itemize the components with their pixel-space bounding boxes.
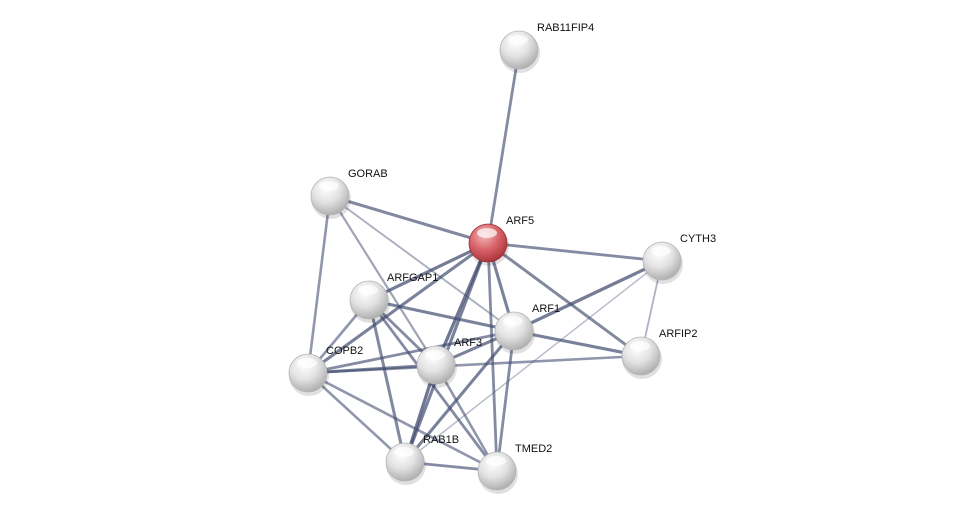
node-gorab[interactable]: GORAB — [310, 168, 388, 219]
node-arf1[interactable]: ARF1 — [494, 303, 560, 354]
node-highlight — [394, 447, 414, 457]
edge-arf5-cyth3[interactable] — [487, 241, 663, 263]
edge-copb2-rab1b[interactable] — [307, 372, 406, 463]
edge-gorab-arf1[interactable] — [329, 195, 515, 332]
node-cyth3[interactable]: CYTH3 — [642, 233, 716, 284]
edge-arf1-tmed2[interactable] — [495, 330, 516, 472]
edge-copb2-tmed2[interactable] — [307, 371, 498, 473]
edge-arf5-copb2[interactable] — [307, 241, 489, 375]
edge-arf5-gorab[interactable] — [329, 194, 489, 245]
edge-arf1-arfip2[interactable] — [513, 329, 642, 358]
edge-arf3-tmed2[interactable] — [434, 364, 499, 472]
node-label: TMED2 — [515, 443, 552, 455]
node-label: GORAB — [348, 168, 388, 180]
edge-arf1-copb2[interactable] — [307, 329, 515, 375]
node-label: COPB2 — [326, 345, 363, 357]
edge-gorab-copb2[interactable] — [306, 195, 332, 374]
edge-arf1-rab1b[interactable] — [403, 330, 516, 463]
node-tmed2[interactable]: TMED2 — [477, 443, 552, 494]
node-label: RAB11FIP4 — [537, 22, 594, 34]
node-highlight — [319, 181, 339, 191]
node-label: ARFGAP1 — [387, 272, 438, 284]
node-highlight — [425, 350, 445, 360]
node-highlight — [508, 35, 528, 45]
node-highlight — [630, 341, 650, 351]
edge-arf5-arfip2[interactable] — [487, 241, 642, 358]
node-highlight — [503, 316, 523, 326]
node-rab1b[interactable]: RAB1B — [385, 434, 459, 485]
node-rab11fip4[interactable]: RAB11FIP4 — [499, 22, 594, 73]
edge-cyth3-arf1[interactable] — [513, 259, 663, 333]
edge-arfgap1-rab1b[interactable] — [367, 299, 407, 463]
node-arfgap1[interactable]: ARFGAP1 — [349, 272, 438, 323]
node-label: ARF5 — [506, 215, 534, 227]
node-arfip2[interactable]: ARFIP2 — [621, 328, 698, 379]
edge-arfgap1-arf1[interactable] — [368, 298, 515, 333]
edge-gorab-arf3[interactable] — [329, 195, 437, 366]
node-highlight — [651, 246, 671, 256]
edge-arfgap1-tmed2[interactable] — [367, 299, 499, 472]
node-highlight — [358, 285, 378, 295]
node-label: ARFIP2 — [659, 328, 698, 340]
node-label: CYTH3 — [680, 233, 716, 245]
edge-copb2-arf3[interactable] — [307, 363, 437, 375]
node-arf5[interactable]: ARF5 — [468, 215, 534, 266]
node-highlight — [477, 228, 497, 238]
node-arf3[interactable]: ARF3 — [416, 337, 482, 388]
node-highlight — [297, 358, 317, 368]
node-label: ARF3 — [454, 337, 482, 349]
edge-arf5-rab11fip4[interactable] — [486, 49, 521, 244]
node-copb2[interactable]: COPB2 — [288, 345, 363, 396]
node-label: RAB1B — [423, 434, 459, 446]
node-highlight — [486, 456, 506, 466]
node-label: ARF1 — [532, 303, 560, 315]
